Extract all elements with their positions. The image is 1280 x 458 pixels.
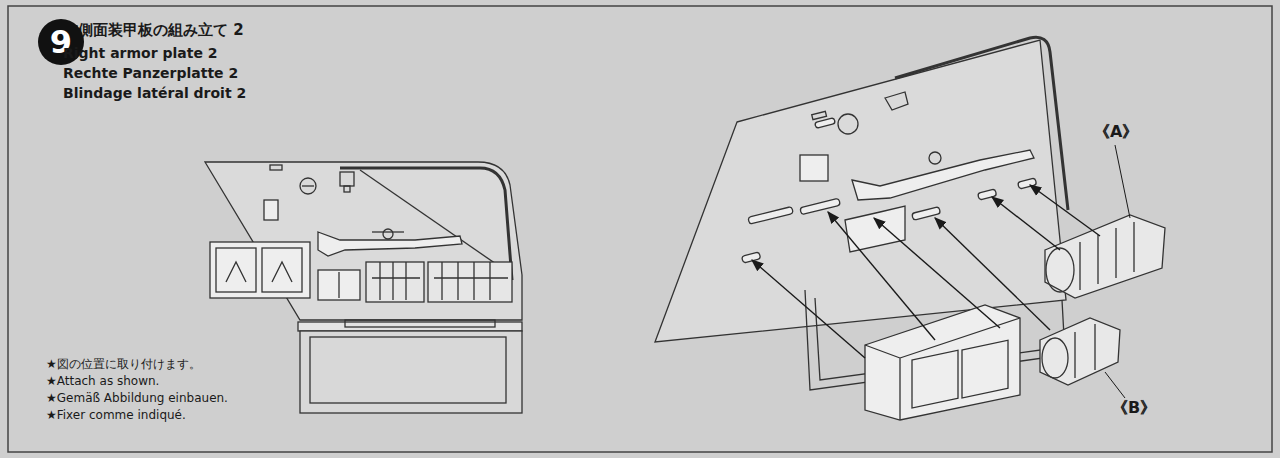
part-callout: 《B》 — [1112, 398, 1156, 417]
note: ★図の位置に取り付けます。 — [46, 357, 201, 371]
step-title: 右側面装甲板の組み立て 2 — [63, 21, 244, 39]
part-callout: 《A》 — [1094, 122, 1138, 141]
subtitle-fr: Blindage latéral droit 2 — [63, 85, 246, 102]
note: ★Attach as shown. — [46, 374, 159, 388]
subtitle-de: Rechte Panzerplatte 2 — [63, 65, 238, 82]
note: ★Gemäß Abbildung einbauen. — [46, 391, 228, 405]
subtitle-en: Right armor plate 2 — [63, 45, 218, 62]
note: ★Fixer comme indiqué. — [46, 408, 186, 422]
